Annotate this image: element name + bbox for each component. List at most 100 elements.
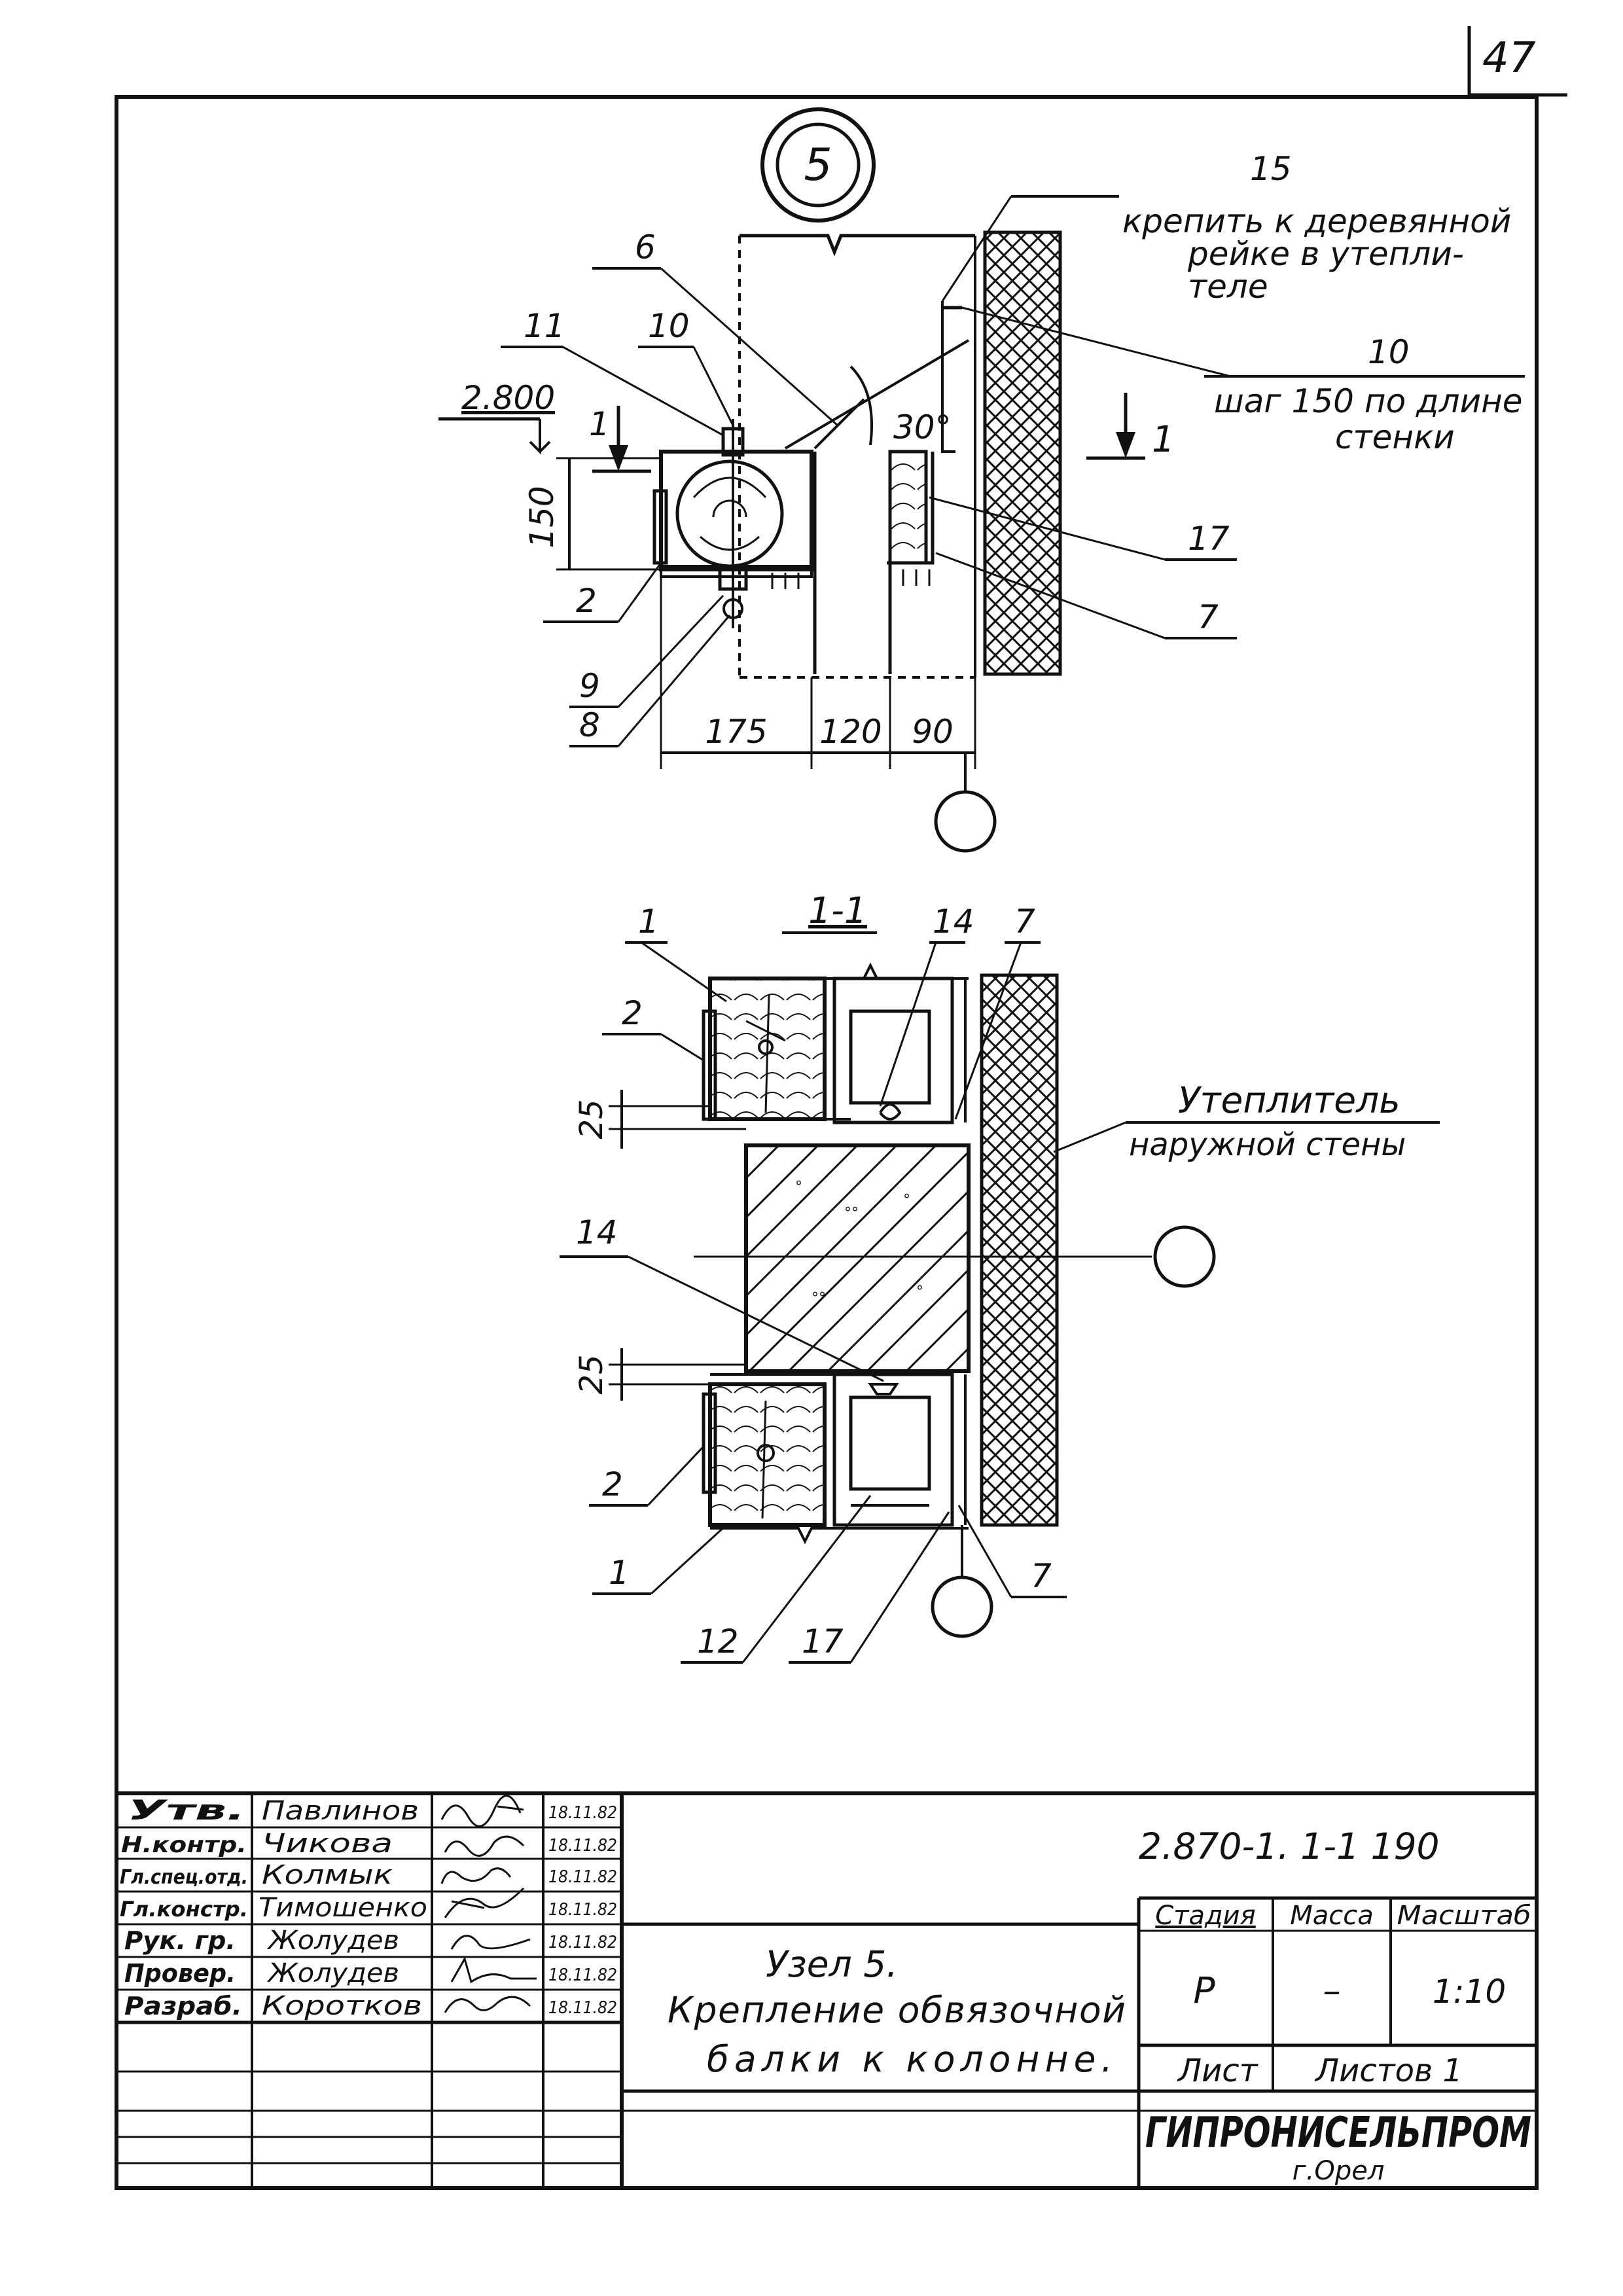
dim-25-bottom: 25	[573, 1348, 746, 1401]
dim-150-label: 150	[523, 486, 561, 548]
svg-text:°: °	[916, 1283, 923, 1300]
lower-beam	[702, 1373, 851, 1527]
role-6: Разраб.	[124, 1992, 242, 2020]
callout-14-top: 14	[933, 903, 974, 941]
mass-header: Масса	[1290, 1901, 1374, 1931]
detail-section-1-1: 1-1 ° °° ° °° °	[560, 889, 1440, 1664]
drawing-title-1: Узел 5.	[766, 1943, 898, 1985]
note-15-line-1: крепить к деревянной	[1122, 202, 1511, 240]
callout-7-top: 7	[1014, 903, 1035, 941]
note-10-line-2: стенки	[1335, 418, 1455, 456]
section-mark-right: 1	[1086, 393, 1175, 460]
date-4: 18.11.82	[548, 1933, 617, 1952]
note-15-line-3: теле	[1188, 268, 1268, 306]
dim-25-bottom-label: 25	[573, 1354, 610, 1394]
signature-grid	[116, 1793, 624, 2188]
callout-1-top: 1	[638, 903, 659, 941]
drawing-title-3: балки к колонне.	[707, 2038, 1113, 2080]
concrete-column: ° °° ° °° °	[744, 1143, 971, 1373]
lower-steel-profile	[832, 1372, 967, 1527]
node-marker: 5	[760, 107, 876, 223]
callout-12: 12	[697, 1623, 739, 1660]
dim-25-top: 25	[573, 1090, 746, 1149]
detail-top: 5	[438, 107, 1525, 853]
title-block: Утв. Павлинов 18.11.82 Н.контр. Чикова 1…	[116, 1791, 1537, 2188]
section-mark-left: 1	[589, 405, 651, 473]
insulation-section	[980, 973, 1059, 1527]
sheet-frame	[115, 26, 1567, 2190]
insulation-label-1: Утеплитель	[1178, 1079, 1400, 1121]
callout-6: 6	[635, 228, 656, 266]
svg-text:°: °	[795, 1179, 802, 1195]
name-4: Жолудев	[266, 1926, 399, 1956]
callout-9: 9	[579, 667, 600, 705]
name-3: Тимошенко	[259, 1893, 427, 1923]
note-15: 15 крепить к деревянной рейке в утепли- …	[1122, 150, 1511, 306]
svg-text:°°: °°	[812, 1290, 826, 1306]
dim-90: 90	[912, 713, 954, 751]
dim-150: 150	[523, 457, 661, 571]
callout-17: 17	[1188, 520, 1230, 558]
axis-bubble-bottom	[931, 1575, 993, 1638]
role-1: Н.контр.	[121, 1832, 247, 1858]
insulation-note: Утеплитель наружной стены	[1053, 1079, 1440, 1163]
callout-2: 2	[576, 582, 597, 620]
callout-7: 7	[1198, 598, 1219, 636]
scale-value: 1:10	[1433, 1973, 1506, 2011]
document-code: 2.870-1. 1-1 190	[1139, 1825, 1440, 1867]
date-6: 18.11.82	[548, 1998, 617, 2018]
note-10-line-1: шаг 150 по длине	[1214, 382, 1523, 420]
sheet-label: Лист	[1177, 2053, 1259, 2089]
svg-text:°°: °°	[844, 1205, 859, 1221]
city: г.Орел	[1293, 2156, 1385, 2186]
callout-17-section: 17	[802, 1623, 844, 1660]
date-5: 18.11.82	[548, 1965, 617, 1985]
name-0: Павлинов	[262, 1796, 419, 1826]
role-2: Гл.спец.отд.	[120, 1866, 248, 1889]
column-walls	[738, 236, 976, 679]
elevation-value: 2.800	[461, 379, 555, 417]
upper-beam	[702, 977, 851, 1121]
note-10: 10 шаг 150 по длине стенки	[1214, 333, 1523, 456]
date-3: 18.11.82	[548, 1900, 617, 1920]
callouts-section: 1 14 7 2 14 2 1	[560, 903, 1067, 1664]
mass-value: –	[1323, 1969, 1341, 2011]
dim-120: 120	[819, 713, 882, 751]
dims-bottom: 175 120 90	[660, 569, 976, 769]
scale-header: Масштаб	[1397, 1901, 1531, 1931]
name-1: Чикова	[262, 1829, 393, 1859]
page-number: 47	[1482, 34, 1536, 82]
role-0: Утв.	[128, 1794, 245, 1826]
role-3: Гл.констр.	[120, 1897, 248, 1922]
signature-rows: Утв. Павлинов 18.11.82 Н.контр. Чикова 1…	[120, 1794, 617, 2021]
insulation-label-2: наружной стены	[1129, 1126, 1406, 1163]
dim-25-top-label: 25	[573, 1099, 610, 1139]
stage-header: Стадия	[1155, 1901, 1255, 1931]
note-15-number: 15	[1250, 150, 1292, 188]
note-15-line-2: рейке в утепли-	[1187, 235, 1464, 273]
section-mark-right-label: 1	[1152, 418, 1175, 460]
upper-steel-profile	[832, 977, 967, 1124]
section-mark-left-label: 1	[589, 405, 610, 443]
date-1: 18.11.82	[548, 1836, 617, 1856]
stage-value: Р	[1193, 1969, 1215, 2011]
axis-bubble-mid	[1153, 1225, 1216, 1288]
axis-bubble-top	[934, 790, 997, 853]
section-title: 1-1	[808, 889, 867, 931]
name-5: Жолудев	[266, 1958, 399, 1988]
callout-10: 10	[648, 307, 690, 345]
angle-label: 30°	[893, 408, 952, 446]
role-5: Провер.	[124, 1959, 236, 1988]
callout-2-bottom: 2	[602, 1465, 623, 1503]
note-10-number: 10	[1368, 333, 1410, 371]
callout-1-bottom: 1	[609, 1554, 630, 1592]
dim-175: 175	[705, 713, 767, 751]
organization: ГИПРОНИСЕЛЬПРОМ	[1145, 2109, 1531, 2157]
insulation-top	[983, 230, 1062, 676]
right-bracket	[887, 301, 962, 565]
name-6: Коротков	[262, 1991, 422, 2021]
svg-text:°: °	[903, 1192, 910, 1208]
date-0: 18.11.82	[548, 1803, 617, 1823]
date-2: 18.11.82	[548, 1867, 617, 1887]
